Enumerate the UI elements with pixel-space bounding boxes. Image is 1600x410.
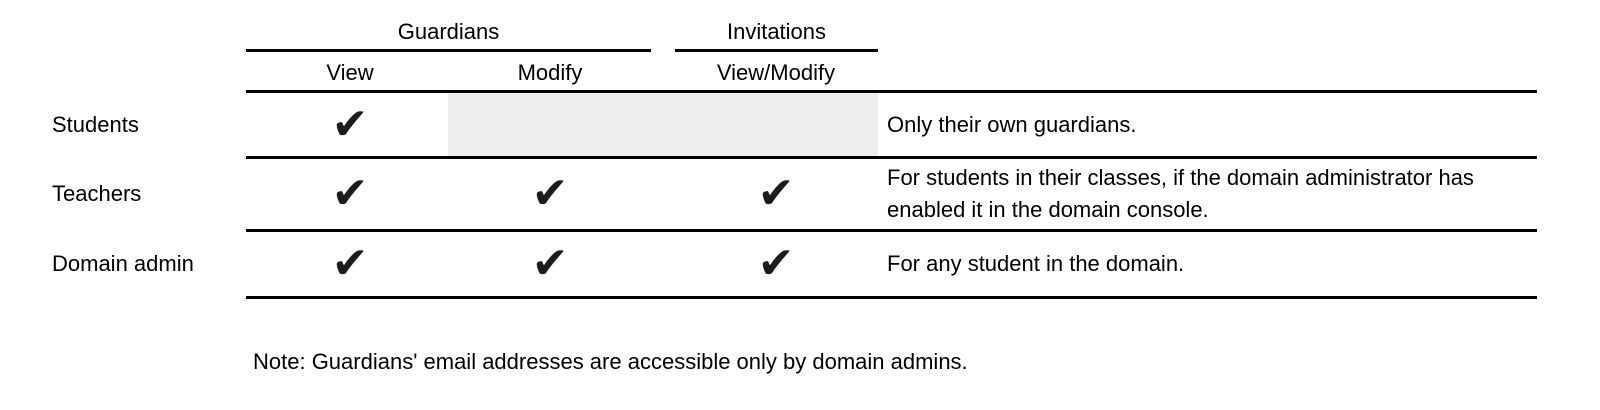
not-applicable-shaded-cell	[448, 93, 878, 156]
check-icon: ✔	[757, 239, 795, 288]
row-note-students: Only their own guardians.	[887, 112, 1137, 137]
row-note-domain-admin: For any student in the domain.	[887, 251, 1185, 276]
group-header-invitations: Invitations	[726, 19, 827, 44]
row-note-teachers: For students in their classes, if the do…	[887, 165, 1474, 222]
group-header-guardians: Guardians	[397, 19, 500, 44]
guardians-underline	[246, 49, 651, 52]
invitations-underline	[675, 49, 878, 52]
header-bottom-rule	[246, 90, 1537, 93]
row-label-students: Students	[52, 112, 139, 137]
check-icon: ✔	[331, 169, 369, 218]
row-label-teachers: Teachers	[52, 181, 142, 206]
column-header-modify: Modify	[517, 60, 583, 85]
row-divider	[246, 156, 1537, 159]
check-icon: ✔	[757, 169, 795, 218]
column-header-view: View	[326, 60, 374, 85]
check-icon: ✔	[331, 100, 369, 149]
column-header-view-modify: View/Modify	[716, 60, 836, 85]
check-icon: ✔	[331, 239, 369, 288]
row-label-domain-admin: Domain admin	[52, 251, 194, 276]
table-bottom-rule	[246, 296, 1537, 299]
check-icon: ✔	[531, 239, 569, 288]
row-divider	[246, 229, 1537, 232]
footnote-text: Note: Guardians' email addresses are acc…	[253, 349, 968, 374]
check-icon: ✔	[531, 169, 569, 218]
